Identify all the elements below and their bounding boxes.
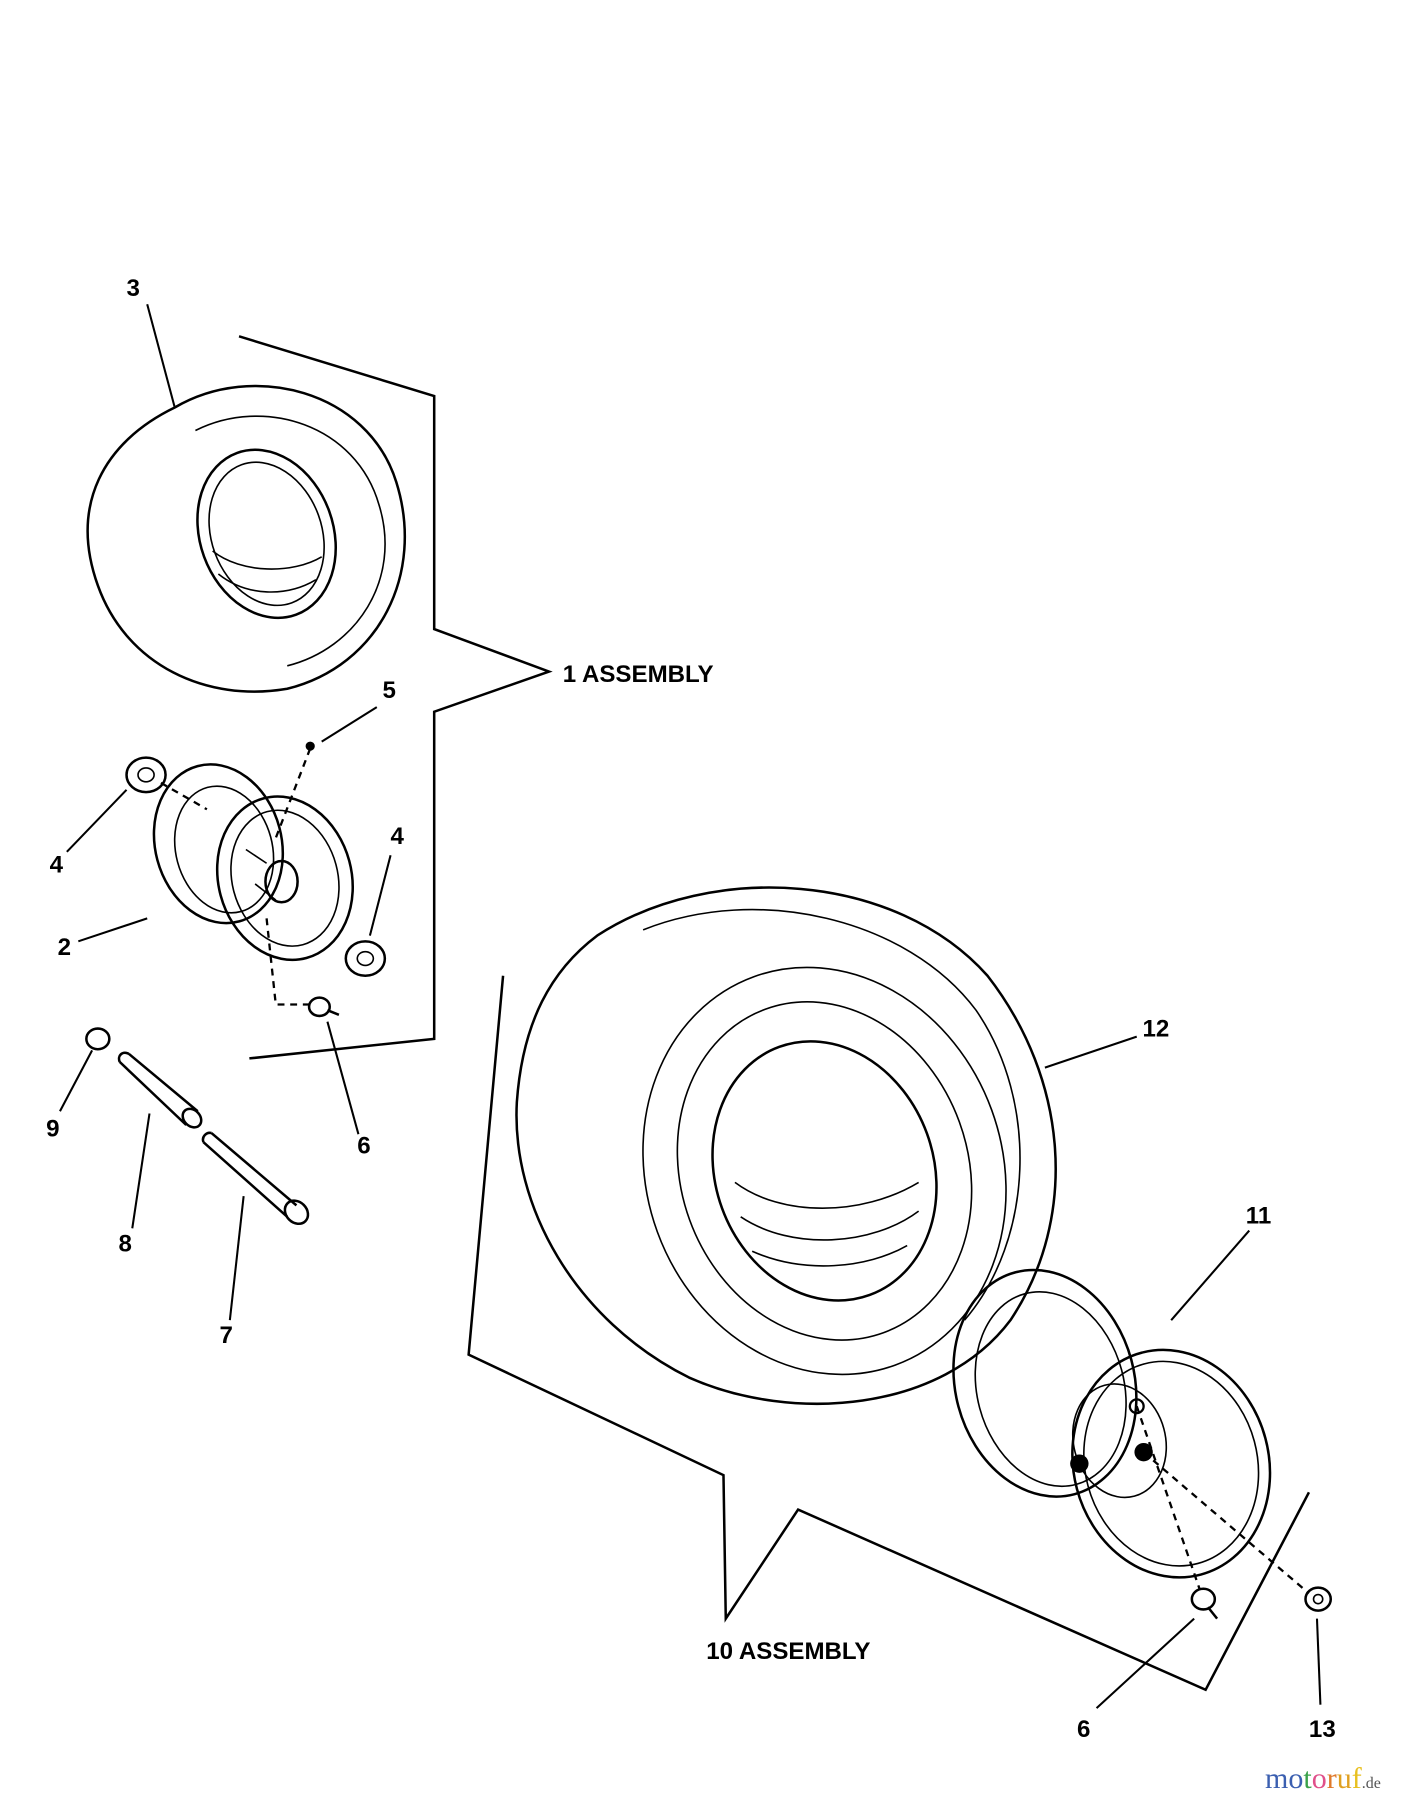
callout-2: 2 <box>58 934 71 961</box>
callout-6-small: 6 <box>357 1133 370 1160</box>
callout-6-large: 6 <box>1077 1716 1090 1743</box>
valve-stem-small <box>307 996 340 1018</box>
grease-fitting <box>305 741 315 751</box>
callout-8: 8 <box>119 1230 132 1257</box>
spacer-tube <box>117 1051 203 1129</box>
rim-large <box>952 1268 1272 1579</box>
assembly-1-label: 1 ASSEMBLY <box>563 661 714 688</box>
bearing-right <box>344 940 387 978</box>
tire-large <box>515 886 1057 1405</box>
callout-9: 9 <box>46 1115 59 1142</box>
valve-stem-large <box>1190 1587 1219 1620</box>
callout-5: 5 <box>383 677 396 704</box>
axle-bolt <box>201 1131 310 1226</box>
callout-13: 13 <box>1309 1716 1336 1743</box>
assembly-10-bracket <box>467 975 1311 1692</box>
svg-text:motoruf.de: motoruf.de <box>1265 1762 1381 1795</box>
callout-3: 3 <box>127 275 140 302</box>
leader-lines <box>59 303 1322 1709</box>
nut-9 <box>85 1027 111 1051</box>
callout-4-left: 4 <box>50 851 64 878</box>
callout-11: 11 <box>1246 1203 1271 1230</box>
tire-small <box>86 384 406 693</box>
assembly-1-bracket <box>238 335 553 1060</box>
callout-7: 7 <box>220 1322 233 1349</box>
assembly-10-label: 10 ASSEMBLY <box>706 1638 870 1665</box>
callout-4-right: 4 <box>391 823 405 850</box>
callout-12: 12 <box>1142 1016 1169 1043</box>
lug-nut-13 <box>1304 1586 1333 1612</box>
bearing-left <box>125 756 167 794</box>
rim-small <box>152 763 354 962</box>
